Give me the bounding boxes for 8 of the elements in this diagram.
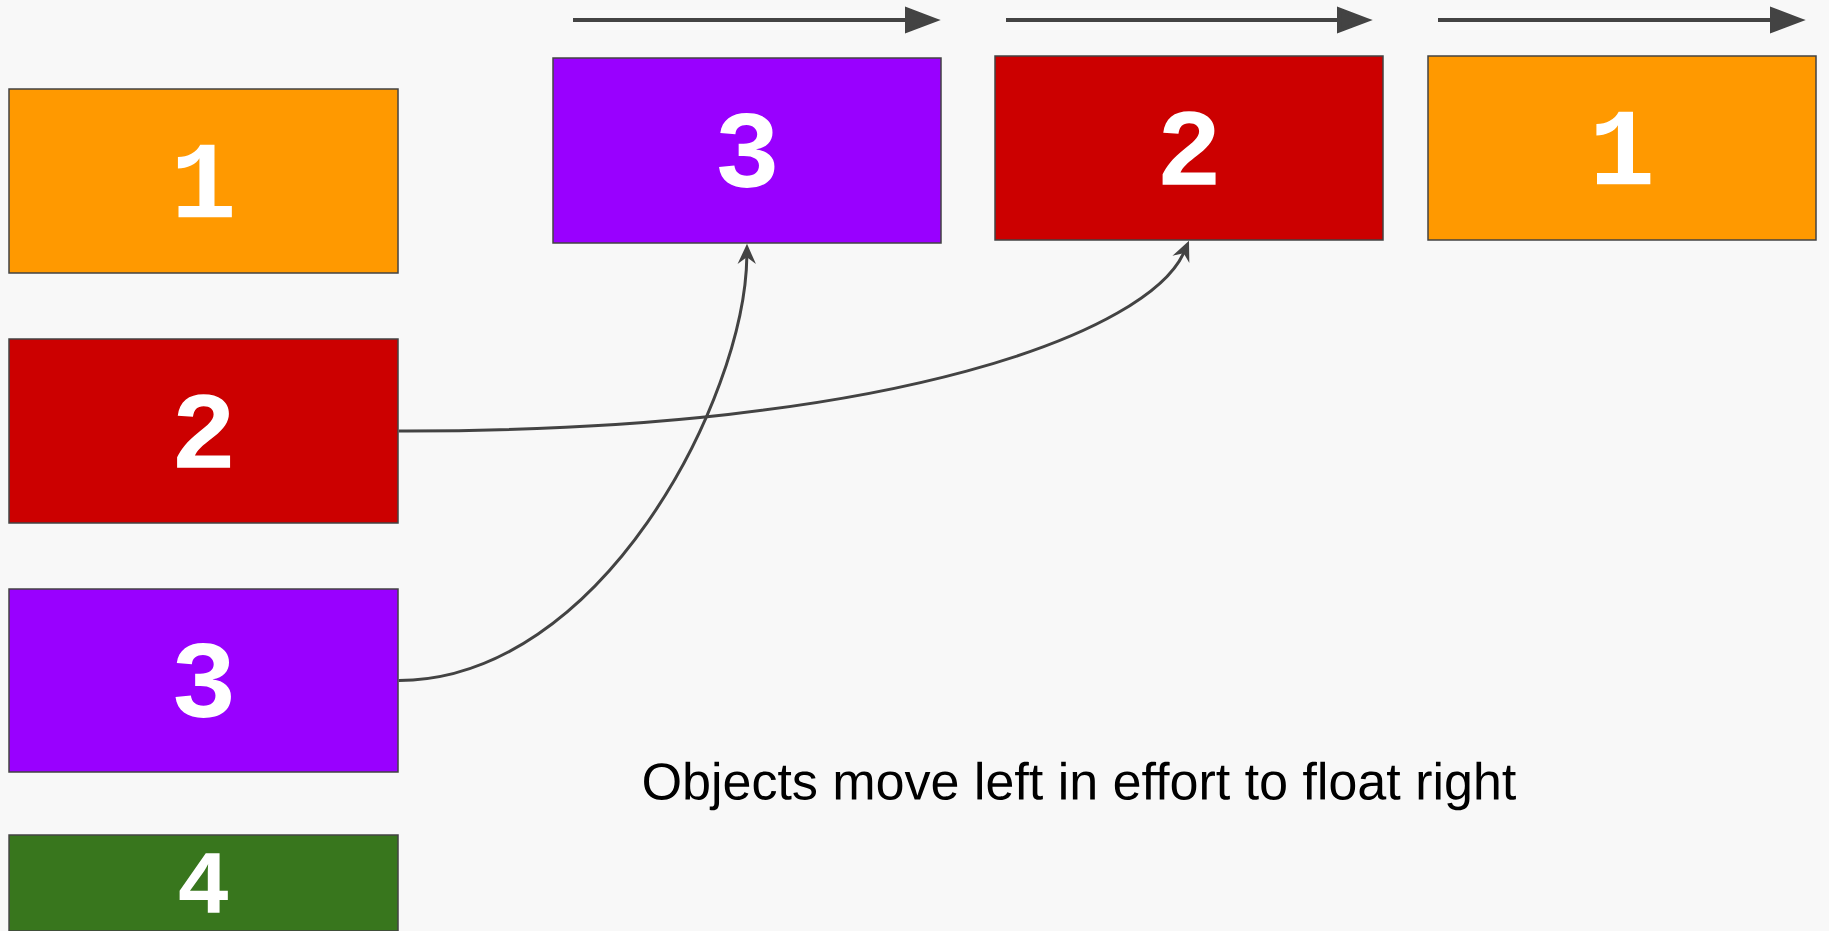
number-box: 2 (994, 55, 1384, 241)
number-box: 4 (8, 834, 399, 931)
number-box: 1 (1427, 55, 1817, 241)
number-box: 2 (8, 338, 399, 524)
caption-text: Objects move left in effort to float right (644, 761, 1516, 811)
number-box: 3 (8, 588, 399, 773)
number-box: 3 (552, 57, 942, 244)
number-box: 1 (8, 88, 399, 274)
